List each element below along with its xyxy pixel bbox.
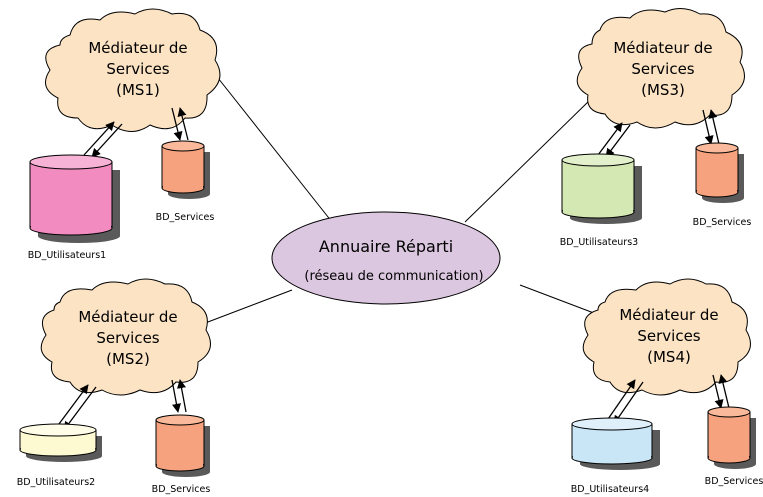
db-services3-label: BD_Services bbox=[693, 217, 752, 228]
directory-hub: Annuaire Réparti (réseau de communicatio… bbox=[271, 211, 501, 305]
ms2-db-arrows bbox=[55, 379, 187, 431]
db-users1-cylinder bbox=[29, 154, 120, 243]
mediator-ms4-line3: (MS4) bbox=[647, 348, 691, 366]
db-users4-cylinder bbox=[571, 417, 660, 470]
mediator-ms1-line2: Services bbox=[106, 60, 169, 78]
mediator-ms3-line3: (MS3) bbox=[641, 81, 685, 99]
ms3-db-arrows bbox=[597, 109, 720, 158]
mediator-ms3-line2: Services bbox=[631, 60, 694, 78]
db-services3-cylinder bbox=[695, 142, 744, 203]
db-users1-label: BD_Utilisateurs1 bbox=[28, 250, 106, 261]
mediator-ms4-line2: Services bbox=[637, 327, 700, 345]
link-hub-ms3 bbox=[464, 99, 591, 223]
ms4-db-arrows bbox=[605, 374, 730, 425]
db-services2-cylinder bbox=[155, 414, 210, 477]
mediator-ms2-line1: Médiateur de bbox=[78, 308, 177, 326]
hub-title: Annuaire Réparti bbox=[319, 237, 453, 256]
db-users3-cylinder bbox=[561, 153, 642, 224]
db-users2-label: BD_Utilisateurs2 bbox=[17, 477, 95, 488]
mediator-ms3-line1: Médiateur de bbox=[613, 39, 712, 57]
link-hub-ms2 bbox=[199, 289, 293, 326]
mediator-ms2-line2: Services bbox=[96, 329, 159, 347]
db-users2-cylinder bbox=[19, 423, 102, 462]
mediator-ms2-line3: (MS2) bbox=[106, 350, 150, 368]
ms1-db-arrows bbox=[83, 107, 189, 158]
mediator-ms4-cloud: Médiateur de Services (MS4) bbox=[582, 278, 751, 396]
mediator-ms1-cloud: Médiateur de Services (MS1) bbox=[45, 8, 221, 132]
mediator-ms2-cloud: Médiateur de Services (MS2) bbox=[40, 278, 211, 396]
hub-subtitle: (réseau de communication) bbox=[304, 269, 483, 284]
db-services1-cylinder bbox=[161, 140, 210, 199]
db-services1-label: BD_Services bbox=[156, 212, 215, 223]
mediator-ms3-cloud: Médiateur de Services (MS3) bbox=[576, 8, 745, 129]
db-services4-cylinder bbox=[707, 406, 756, 469]
db-services2-label: BD_Services bbox=[152, 484, 211, 495]
mediator-ms4-line1: Médiateur de bbox=[619, 306, 718, 324]
db-users4-label: BD_Utilisateurs4 bbox=[571, 484, 649, 495]
link-hub-ms1 bbox=[217, 77, 333, 223]
db-services4-label: BD_Services bbox=[705, 476, 763, 487]
db-users3-label: BD_Utilisateurs3 bbox=[560, 237, 638, 248]
mediator-ms1-line1: Médiateur de bbox=[88, 39, 187, 57]
mediator-ms1-line3: (MS1) bbox=[116, 81, 160, 99]
